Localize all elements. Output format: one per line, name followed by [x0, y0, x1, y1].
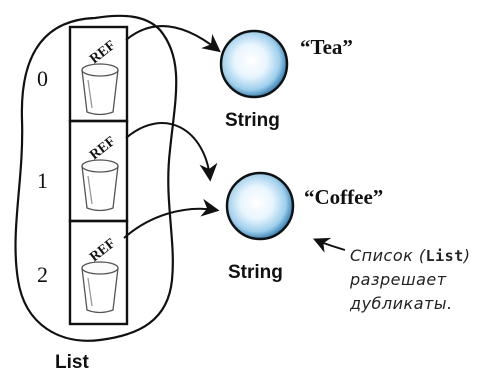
cup-icons [81, 63, 119, 314]
cup-icon [81, 63, 119, 116]
arrow-1-to-coffee [125, 121, 218, 182]
ref-label: REF [87, 38, 118, 67]
index-0: 0 [37, 66, 48, 91]
ref-arrows [123, 25, 221, 239]
ref-label: REF [87, 134, 118, 163]
cup-icon [81, 159, 119, 212]
list-slots [68, 25, 129, 326]
arrow-0-to-tea [125, 25, 221, 53]
arrow-2-to-coffee [123, 198, 220, 239]
note-line-1: Список (List) [350, 246, 471, 265]
tea-string-object [219, 29, 289, 99]
list-slot-2 [68, 219, 129, 326]
coffee-value-label: “Coffee” [304, 185, 384, 209]
list-label: List [55, 352, 89, 373]
index-1: 1 [37, 168, 48, 193]
index-2: 2 [37, 262, 48, 287]
note-arrow [313, 237, 346, 253]
tea-type-label: String [225, 110, 280, 131]
list-enclosure [14, 14, 178, 342]
coffee-type-label: String [228, 262, 283, 283]
coffee-string-object [225, 171, 295, 241]
tea-value-label: “Tea” [300, 35, 353, 59]
duplicates-note: Список (List) разрешает дубликаты. [350, 244, 470, 316]
note-line-2: разрешает [350, 270, 447, 289]
note-line-3: дубликаты. [350, 294, 453, 313]
ref-label: REF [87, 236, 118, 265]
cup-icon [81, 261, 119, 314]
